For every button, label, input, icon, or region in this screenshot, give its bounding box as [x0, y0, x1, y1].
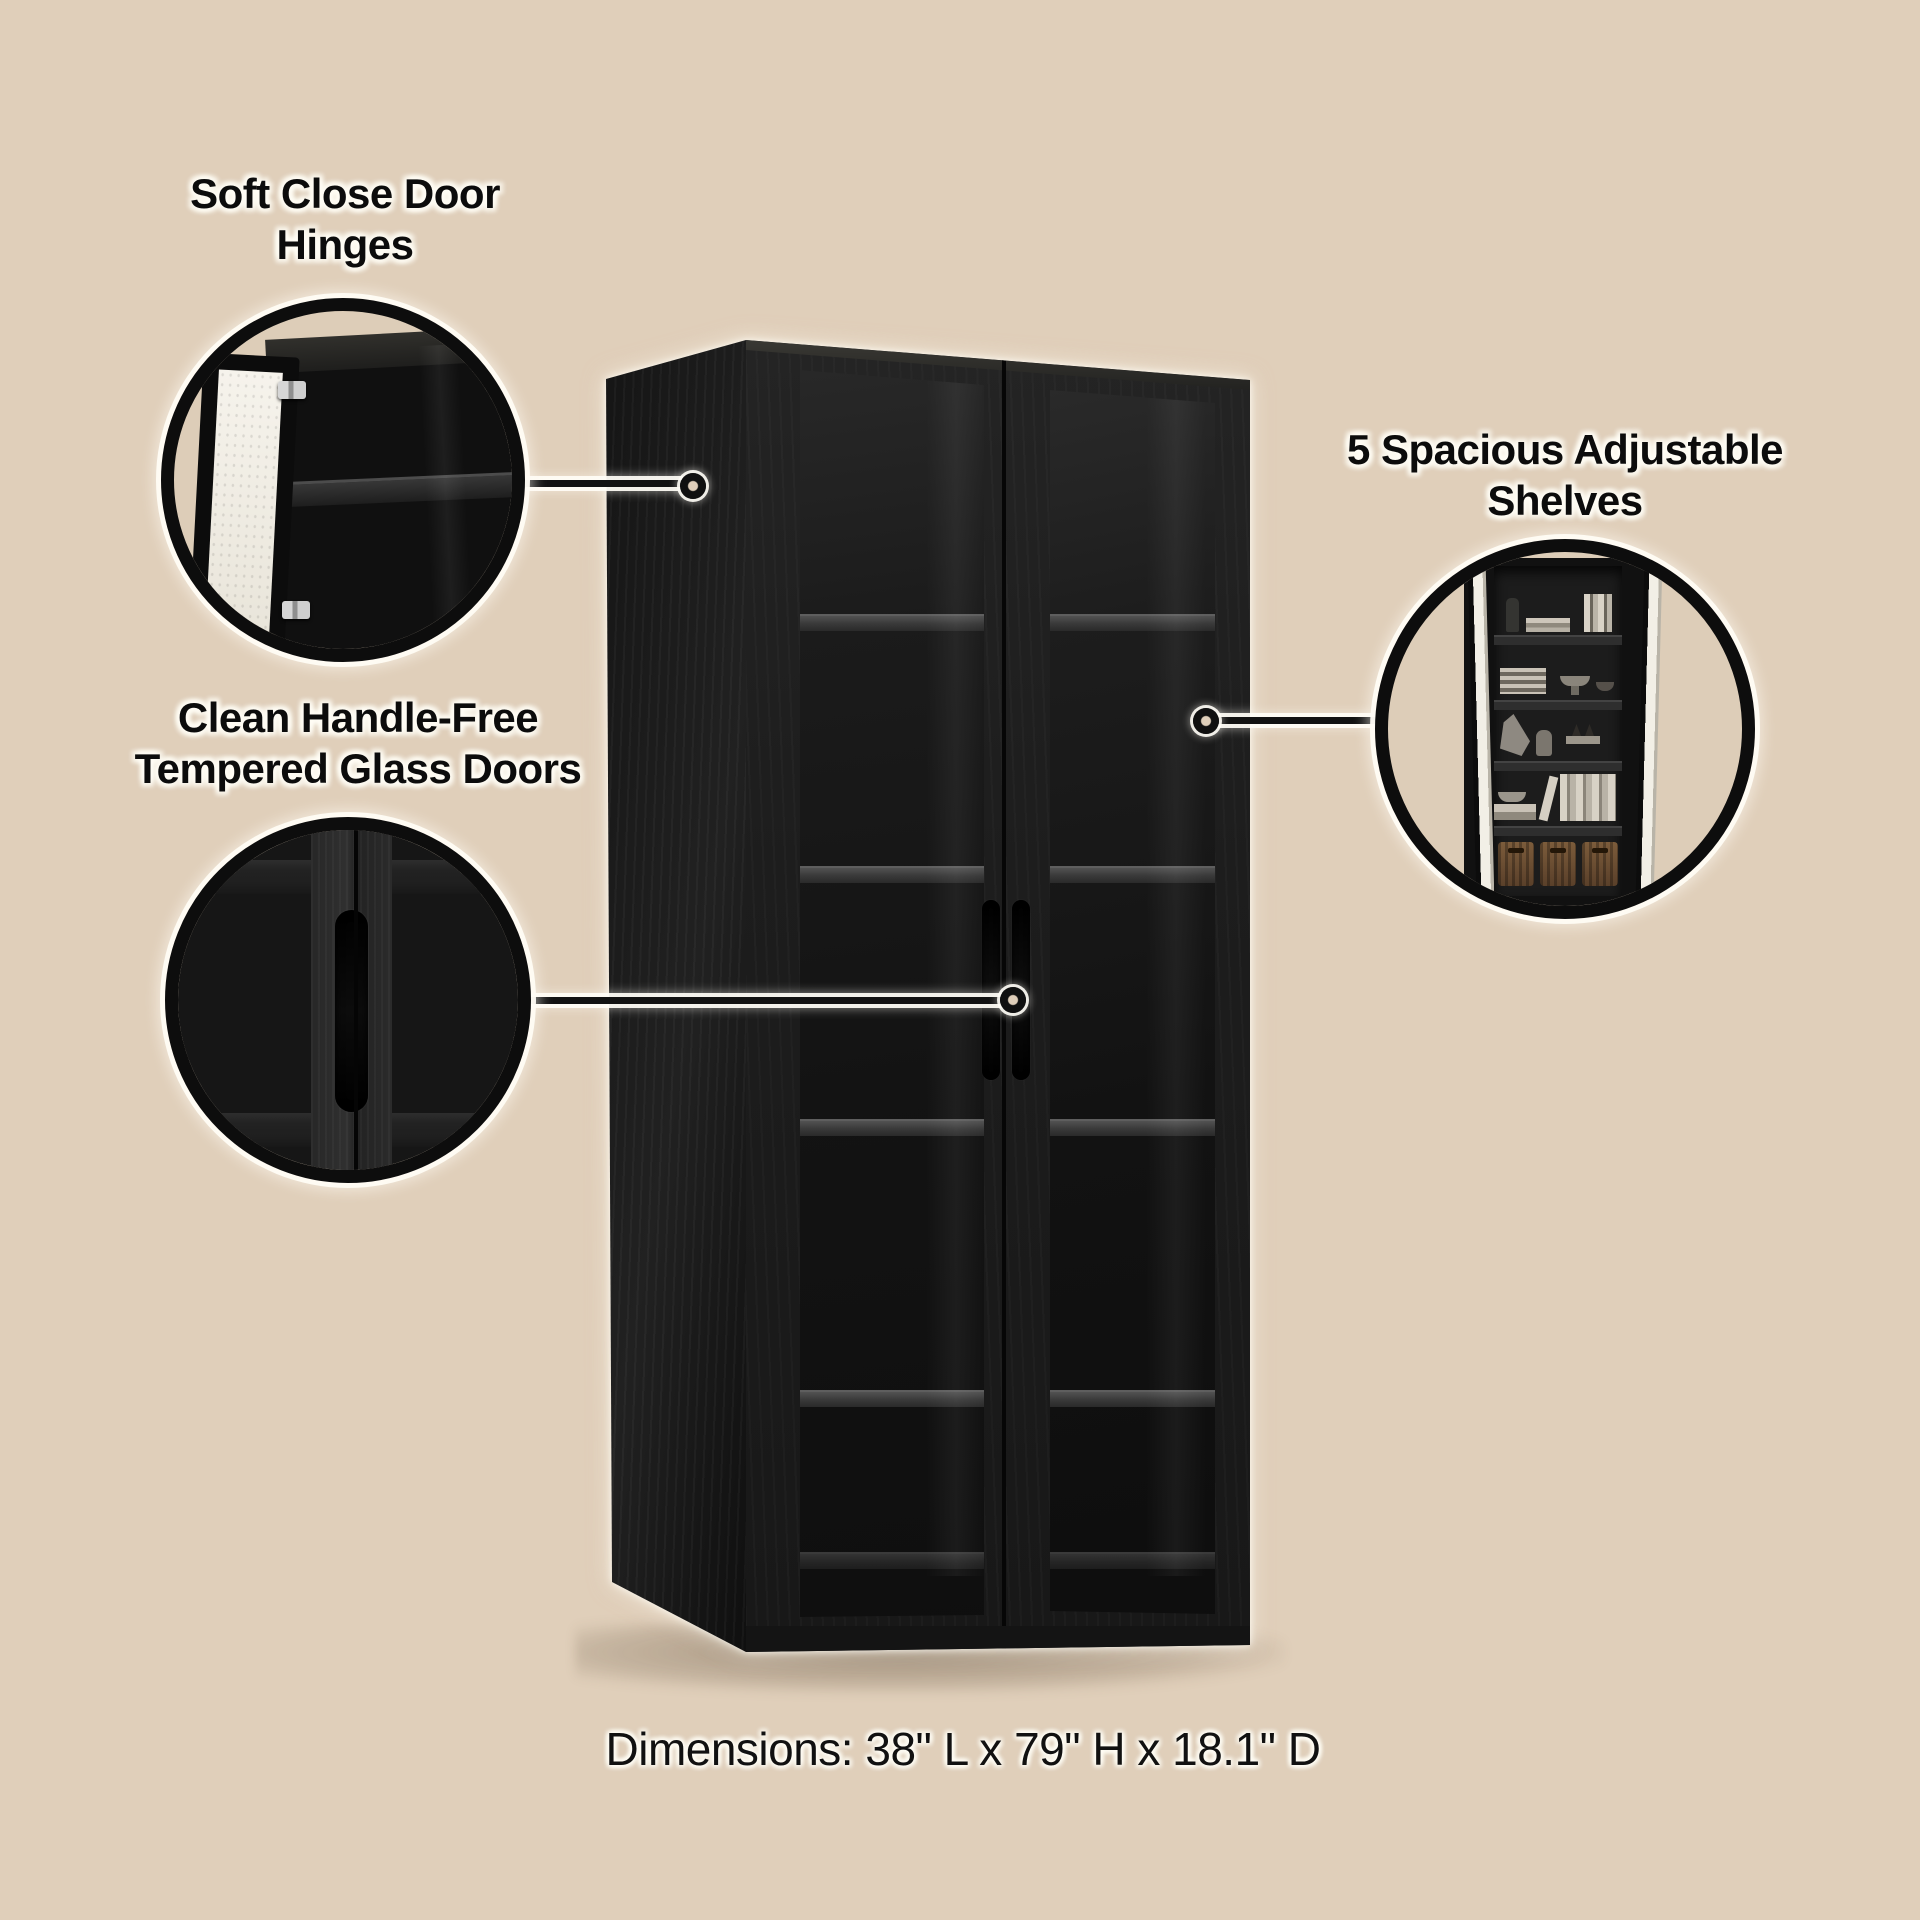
door-detail-seam	[354, 830, 358, 1170]
cabinet-product-image	[600, 280, 1260, 1680]
connector-line-doors	[515, 997, 1015, 1004]
connector-line-shelves	[1206, 717, 1392, 724]
storage-basket-1	[1498, 842, 1534, 886]
cabinet-side-panel	[606, 340, 746, 1652]
decor-cone-2	[1585, 724, 1594, 736]
decor-pedestal-bowl	[1560, 676, 1590, 686]
decor-upright-books-1	[1584, 594, 1612, 632]
callout-title-doors-line1: Clean Handle-Free	[177, 694, 539, 741]
dimensions-text: Dimensions: 38" L x 79" H x 18.1" D	[605, 1723, 1322, 1775]
callout-title-hinges-line2: Hinges	[276, 221, 414, 268]
storage-basket-2	[1540, 842, 1576, 886]
decor-small-bowl	[1596, 682, 1614, 691]
door-detail-rail-top-right	[392, 860, 518, 894]
callout-title-shelves-line1: 5 Spacious Adjustable	[1346, 426, 1784, 473]
cabinet-right-glass-door	[1050, 390, 1215, 1614]
callout-title-doors: Clean Handle-Free Tempered Glass Doors	[108, 692, 608, 794]
decor-book-stack-2	[1494, 804, 1536, 820]
decor-book-stack-1	[1526, 618, 1570, 632]
shelf-2-left	[800, 866, 984, 883]
marker-dot-shelves	[1193, 708, 1219, 734]
detail-circle-shelves	[1375, 539, 1755, 919]
callout-title-shelves-line2: Shelves	[1487, 477, 1643, 524]
callout-title-hinges-line1: Soft Close Door	[190, 170, 500, 217]
door-detail-rail-bottom-left	[178, 1113, 311, 1147]
hinge-icon-bottom	[282, 601, 310, 619]
cabinet-left-glass-door	[800, 370, 984, 1617]
detail-circle-doors	[165, 817, 531, 1183]
shelf-4-left	[800, 1390, 984, 1407]
decor-bottle	[1506, 598, 1519, 632]
detail-circle-hinges	[161, 298, 525, 662]
marker-dot-doors	[1000, 987, 1026, 1013]
decor-candle-tray	[1566, 736, 1600, 744]
shelf-1-left	[800, 614, 984, 631]
shelf-4-right	[1050, 1390, 1215, 1407]
shelf-1-right	[1050, 614, 1215, 631]
callout-title-hinges: Soft Close Door Hinges	[95, 168, 595, 270]
storage-basket-3	[1582, 842, 1618, 886]
decor-bowl-stem	[1571, 686, 1579, 695]
glass-reflection-right	[1146, 390, 1206, 1576]
connector-line-hinges	[505, 480, 697, 487]
marker-dot-hinges	[680, 473, 706, 499]
decor-vase	[1536, 730, 1552, 756]
decor-bowl-2	[1498, 792, 1526, 802]
door-detail-rail-bottom-right	[392, 1113, 518, 1147]
shelves-detail-shelf-3	[1494, 761, 1622, 771]
shelf-3-right	[1050, 1119, 1215, 1136]
decor-cone-1	[1572, 724, 1581, 736]
callout-title-shelves: 5 Spacious Adjustable Shelves	[1315, 424, 1815, 526]
decor-upright-books-2	[1560, 774, 1616, 821]
glass-reflection-left	[926, 376, 984, 1576]
cabinet-base	[746, 1626, 1250, 1652]
shelf-5-left	[800, 1552, 984, 1569]
door-detail-rail-top-left	[178, 860, 311, 894]
callout-title-doors-line2: Tempered Glass Doors	[134, 745, 582, 792]
shelf-5-right	[1050, 1552, 1215, 1569]
shelf-3-left	[800, 1119, 984, 1136]
shelves-detail-shelf-2	[1494, 700, 1622, 710]
left-door-handle-recess	[982, 900, 1000, 1080]
shelf-2-right	[1050, 866, 1215, 883]
decor-striped-books	[1500, 668, 1546, 694]
shelves-detail-shelf-4	[1494, 826, 1622, 836]
door-detail-handle-recess	[335, 910, 368, 1112]
hinge-icon-top	[278, 381, 306, 399]
cabinet-front-face	[746, 340, 1250, 1652]
shelves-detail-shelf-1	[1494, 635, 1622, 645]
